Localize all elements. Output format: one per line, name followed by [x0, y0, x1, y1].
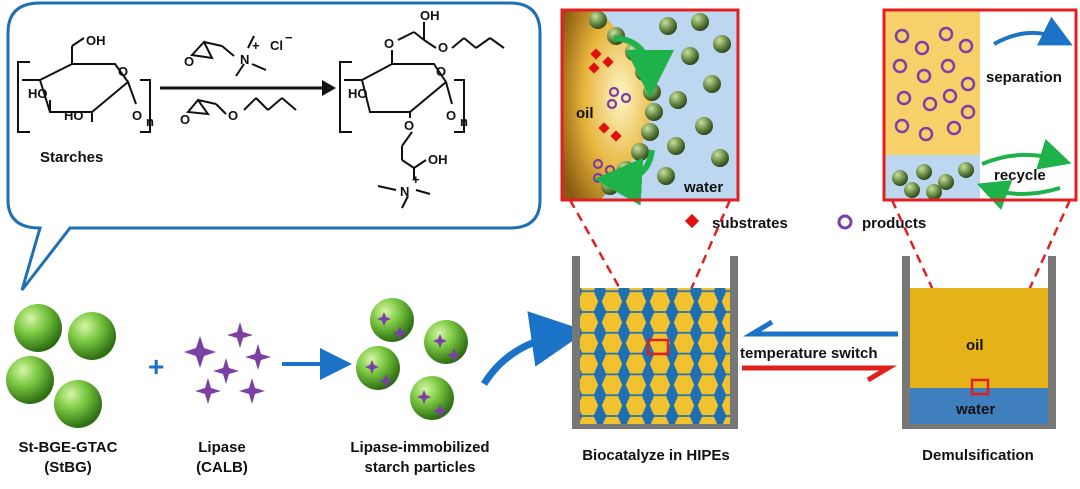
separation-arrow [993, 16, 1073, 46]
bge-o-ring: O [180, 112, 190, 127]
hipe-beaker-wall-left [572, 256, 580, 428]
separation-label: separation [986, 69, 1062, 86]
demuls-beaker: oil water [902, 256, 1056, 429]
stbg-sphere [54, 380, 102, 428]
stbg-particles [6, 304, 116, 428]
starch-o-link: O [132, 108, 142, 123]
starches-label: Starches [40, 149, 103, 166]
gtac-o: O [184, 54, 194, 69]
sep-products [892, 26, 976, 142]
hipe-beaker-base [572, 424, 738, 429]
caption-stbg-line2: (StBG) [44, 459, 92, 476]
bubble-outline [6, 1, 542, 291]
inset-green-arrow-top [613, 35, 674, 98]
product-oh-top: OH [420, 8, 440, 23]
reaction-arrowhead [322, 80, 336, 96]
product-n-plus: + [412, 172, 420, 187]
stbg-sphere [6, 356, 54, 404]
hipe-emulsion [580, 288, 730, 424]
stbg-sphere [14, 304, 62, 352]
legend: substrates products [684, 213, 926, 232]
bge-o-ether: O [228, 108, 238, 123]
legend-product-marker [837, 214, 853, 230]
product-o-2: O [438, 40, 448, 55]
starch-ho-left: HO [28, 86, 48, 101]
sep-beads [892, 162, 974, 200]
starch-ho-bottom: HO [64, 108, 84, 123]
product-n-sub: n [460, 114, 468, 129]
starch-oh-top: OH [86, 33, 106, 48]
stbg-sphere [68, 312, 116, 360]
switch-arrow-red [742, 365, 898, 383]
inset-green-arrow-bottom [594, 149, 655, 206]
caption-immob-line1: Lipase-immobilized [350, 439, 489, 456]
product-n: N [400, 184, 409, 199]
lipase-stars [184, 322, 271, 404]
product-o-link: O [446, 108, 456, 123]
caption-demuls: Demulsification [922, 447, 1034, 464]
caption-biocat: Biocatalyze in HIPEs [582, 447, 730, 464]
recycle-arrow-top [981, 138, 1072, 170]
reagent-gtac [189, 35, 267, 77]
demuls-water-label: water [955, 401, 995, 418]
caption-stbg-line1: St-BGE-GTAC [19, 439, 118, 456]
gtac-cl: Cl [270, 38, 283, 53]
captions: St-BGE-GTAC (StBG) Lipase (CALB) Lipase-… [19, 439, 1034, 476]
gtac-n: N [240, 52, 249, 67]
inset-interface: oil water [560, 8, 740, 206]
recycle-arrow-bottom [976, 180, 1061, 210]
caption-lipase-line1: Lipase [198, 439, 246, 456]
inset-frame [560, 8, 740, 202]
demuls-beaker-wall-right [1048, 256, 1056, 428]
inset-oil-label: oil [576, 105, 594, 122]
legend-substrates: substrates [712, 215, 788, 232]
hipe-beaker [572, 256, 738, 429]
sep-frame [882, 8, 1078, 202]
demuls-beaker-wall-left [902, 256, 910, 428]
inset-separation: separation recycle [882, 8, 1078, 210]
gtac-plus: + [252, 38, 260, 53]
demuls-oil-label: oil [966, 337, 984, 354]
switch-arrow-blue [742, 319, 898, 337]
curved-blue-arrow [481, 311, 587, 386]
hipe-zoom-box [646, 338, 670, 356]
switch-label: temperature switch [740, 345, 878, 362]
starch-structure [17, 37, 151, 133]
caption-lipase-line2: (CALB) [196, 459, 248, 476]
hipe-beaker-wall-right [730, 256, 738, 428]
plus-sign: + [148, 351, 164, 382]
product-o-1: O [384, 36, 394, 51]
product-ring-o: O [436, 64, 446, 79]
temperature-switch: temperature switch [740, 319, 898, 383]
demuls-oil-layer [910, 288, 1048, 388]
product-o-3: O [404, 118, 414, 133]
inset-water-label: water [683, 179, 723, 196]
caption-immob-line2: starch particles [365, 459, 476, 476]
product-structure [339, 22, 505, 209]
demuls-beaker-base [902, 424, 1056, 429]
immobilized-particles [356, 298, 468, 420]
recycle-label: recycle [994, 167, 1046, 184]
legend-products: products [862, 215, 926, 232]
reagent-bge [186, 97, 297, 116]
starch-ring-o: O [118, 64, 128, 79]
gtac-cl-minus: − [285, 30, 293, 45]
demuls-zoom-box [970, 378, 990, 396]
product-ho-left: HO [348, 86, 368, 101]
legend-substrate-marker [684, 213, 700, 229]
starch-n-sub: n [146, 114, 154, 129]
reaction-bubble: OH O HO HO O n Starches O N + Cl − [6, 1, 542, 291]
product-oh-side: OH [428, 152, 448, 167]
